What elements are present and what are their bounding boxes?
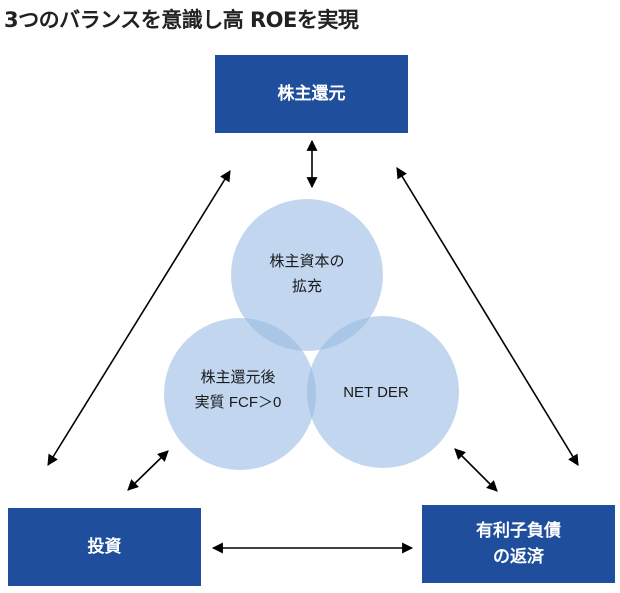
box-shareholder-return: 株主還元 xyxy=(215,55,408,133)
box-debt-repayment-label-line2: の返済 xyxy=(493,547,544,567)
circle-fcf-label-line2: 実質 FCF＞0 xyxy=(194,393,282,411)
circle-equity-label-line1: 株主資本の xyxy=(269,253,345,270)
box-investment-label: 投資 xyxy=(87,536,122,557)
circle-equity xyxy=(231,199,383,351)
box-debt-repayment-label-line1: 有利子負債 xyxy=(476,520,561,541)
arrow-left-to-circles xyxy=(127,450,169,491)
circle-fcf-label-line1: 株主還元後 xyxy=(200,369,276,386)
diagram-title: 3つのバランスを意識し高 ROEを実現 xyxy=(4,8,359,32)
arrow-right-to-circles xyxy=(454,448,498,492)
arrow-top-to-right xyxy=(396,167,579,466)
box-shareholder-return-label: 株主還元 xyxy=(277,83,346,104)
venn-diagram xyxy=(164,199,459,470)
circle-net-der-label-text: NET DER xyxy=(343,384,409,401)
arrow-top-to-left xyxy=(47,170,231,466)
box-investment: 投資 xyxy=(8,508,201,586)
box-debt-repayment: 有利子負債 の返済 xyxy=(422,505,615,583)
circle-equity-label: 株主資本の 拡充 xyxy=(232,250,382,300)
circle-net-der-label: NET DER xyxy=(318,381,434,406)
circle-fcf-label: 株主還元後 実質 FCF＞0 xyxy=(168,366,308,416)
circle-equity-label-line2: 拡充 xyxy=(291,277,322,295)
